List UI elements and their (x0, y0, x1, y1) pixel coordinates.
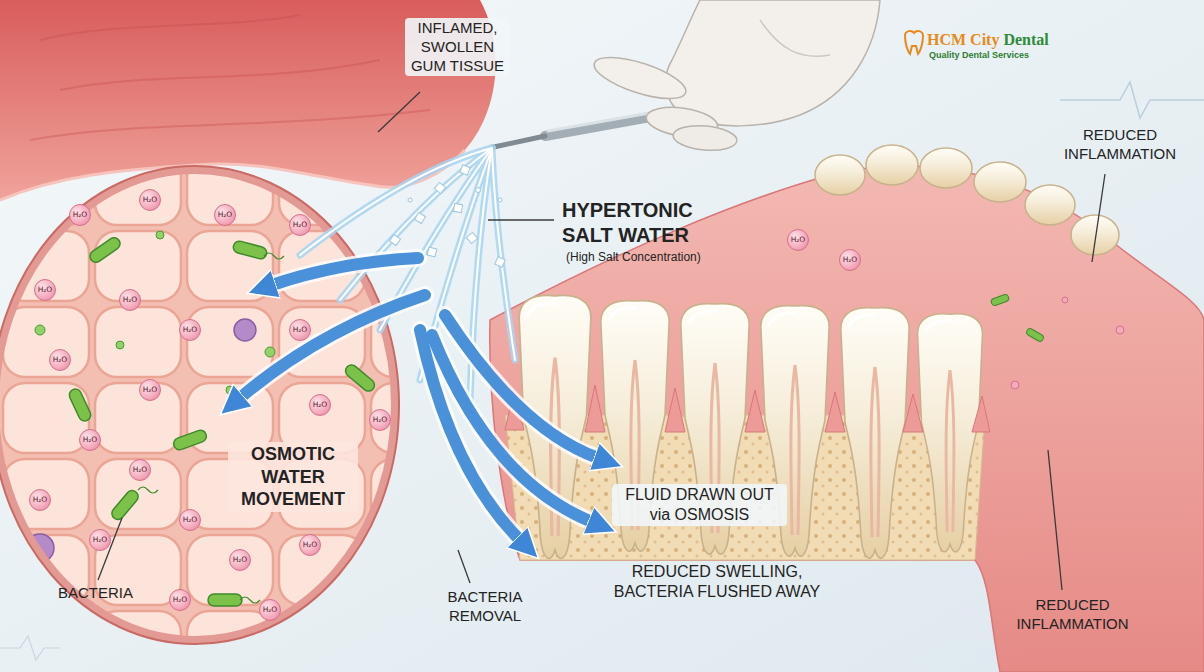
gum-papillae (505, 385, 990, 432)
callout-label: INFLAMED, SWOLLEN GUM TISSUE (405, 18, 510, 76)
water-molecule: H₂O (169, 589, 191, 611)
water-molecule: H₂O (299, 534, 321, 556)
logo-tagline: Quality Dental Services (929, 50, 1029, 61)
water-molecule: H₂O (34, 279, 56, 301)
water-molecule: H₂O (79, 429, 101, 451)
water-molecule: H₂O (289, 319, 311, 341)
gum (490, 166, 1204, 672)
water-molecule: H₂O (179, 509, 201, 531)
logo-text: HCM City (927, 30, 999, 50)
water-molecule: H₂O (214, 204, 236, 226)
callout-label: REDUCED INFLAMMATION (1005, 596, 1140, 634)
water-molecule: H₂O (139, 379, 161, 401)
callout-label: REDUCED INFLAMMATION (1055, 126, 1185, 164)
process-label: OSMOTIC WATER MOVEMENT (228, 442, 358, 512)
water-molecule: H₂O (839, 249, 861, 271)
water-molecule: H₂O (119, 289, 141, 311)
bacteria-flagella (138, 253, 284, 603)
water-molecule: H₂O (129, 459, 151, 481)
gum-bacteria (990, 294, 1124, 389)
water-molecule: H₂O (89, 529, 111, 551)
water-molecule: H₂O (369, 409, 391, 431)
water-molecule: H₂O (289, 214, 311, 236)
ecg-line (0, 636, 60, 660)
water-molecule: H₂O (69, 204, 91, 226)
immune-cell (26, 319, 256, 562)
callout-label: REDUCED SWELLING, BACTERIA FLUSHED AWAY (592, 562, 842, 602)
callout-subtitle: (High Salt Concentration) (566, 250, 701, 265)
water-molecule: H₂O (179, 319, 201, 341)
logo-icon (905, 31, 923, 54)
leader-lines (98, 92, 1105, 590)
water-molecule: H₂O (229, 549, 251, 571)
callout-label: FLUID DRAWN OUT via OSMOSIS (612, 484, 787, 526)
callout-label: BACTERIA (58, 584, 133, 603)
water-molecule: H₂O (29, 489, 51, 511)
cocci (35, 231, 275, 394)
callout-title: HYPERTONIC SALT WATER (562, 198, 722, 248)
logo-text: Dental (1003, 30, 1048, 50)
gloved-hand (494, 0, 880, 153)
water-molecule: H₂O (259, 599, 281, 621)
water-molecule: H₂O (787, 229, 809, 251)
bacteria (67, 235, 377, 606)
callout-label: BACTERIA REMOVAL (430, 588, 540, 626)
water-molecule: H₂O (309, 394, 331, 416)
water-molecule: H₂O (139, 189, 161, 211)
magnified-tissue (0, 166, 399, 644)
water-molecule: H₂O (49, 349, 71, 371)
ecg-line (1060, 82, 1204, 118)
